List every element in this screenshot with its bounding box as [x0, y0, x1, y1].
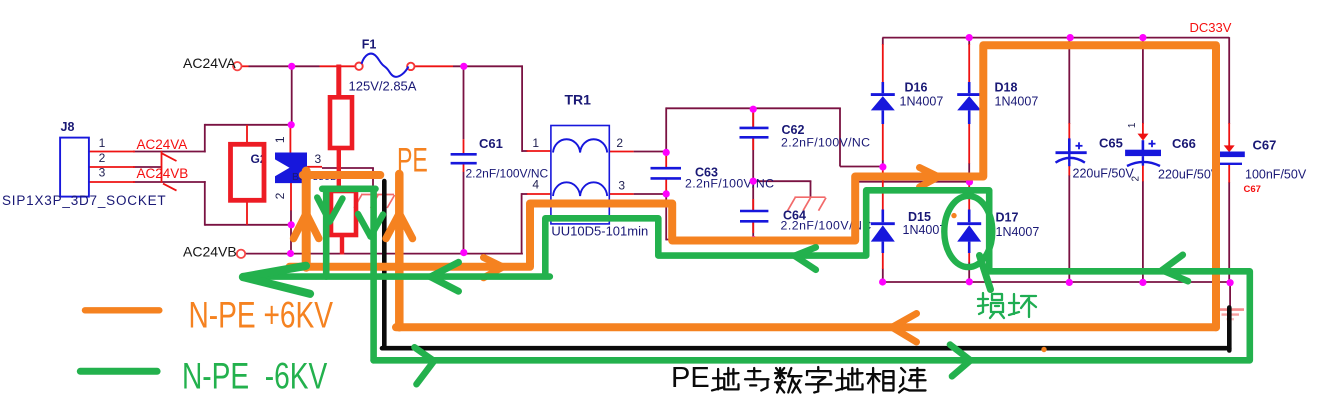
- svg-text:2: 2: [616, 136, 623, 150]
- svg-text:N-PE +6KV: N-PE +6KV: [189, 294, 334, 336]
- svg-text:C61: C61: [479, 136, 503, 151]
- svg-text:AC24VB: AC24VB: [183, 244, 237, 260]
- svg-text:220uF/50V: 220uF/50V: [1158, 168, 1220, 182]
- svg-text:3: 3: [618, 179, 625, 193]
- svg-text:2: 2: [273, 192, 287, 199]
- svg-text:1: 1: [532, 136, 539, 150]
- svg-text:3: 3: [315, 152, 322, 166]
- svg-text:SIP1X3P_3D7_SOCKET: SIP1X3P_3D7_SOCKET: [2, 193, 166, 208]
- svg-text:1: 1: [99, 136, 106, 150]
- svg-text:2.2nF/100V/NC: 2.2nF/100V/NC: [466, 166, 549, 180]
- svg-text:C66: C66: [1172, 136, 1196, 151]
- svg-text:4: 4: [532, 178, 539, 192]
- svg-text:D16: D16: [905, 80, 928, 94]
- svg-text:PE: PE: [671, 362, 710, 394]
- svg-text:1N4007: 1N4007: [903, 223, 947, 237]
- svg-text:F1: F1: [362, 38, 377, 52]
- svg-text:1: 1: [1127, 122, 1138, 128]
- svg-text:J8: J8: [61, 120, 75, 134]
- svg-text:C67: C67: [1244, 184, 1261, 195]
- svg-text:100nF/50V: 100nF/50V: [1245, 168, 1307, 182]
- svg-text:TR1: TR1: [565, 91, 592, 107]
- svg-text:C62: C62: [782, 123, 805, 137]
- svg-text:2.2nF/100V/NC: 2.2nF/100V/NC: [781, 218, 872, 232]
- svg-text:3: 3: [99, 165, 106, 179]
- svg-text:1N4007: 1N4007: [996, 225, 1040, 239]
- svg-text:C63: C63: [695, 166, 718, 180]
- svg-text:1N4007: 1N4007: [900, 95, 944, 109]
- svg-text:125V/2.85A: 125V/2.85A: [349, 79, 417, 94]
- svg-text:2.2nF/100V/NC: 2.2nF/100V/NC: [685, 176, 774, 190]
- svg-text:1: 1: [273, 136, 287, 143]
- svg-text:DC33V: DC33V: [1190, 20, 1232, 35]
- svg-text:AC24VA: AC24VA: [183, 55, 236, 71]
- svg-text:2: 2: [1130, 175, 1141, 181]
- svg-text:C64: C64: [783, 209, 806, 223]
- svg-text:PE: PE: [397, 142, 428, 179]
- svg-text:N-PE -6KV: N-PE -6KV: [182, 355, 327, 397]
- svg-text:D15: D15: [908, 210, 931, 224]
- svg-text:C65: C65: [1099, 135, 1123, 150]
- svg-text:UU10D5-101min: UU10D5-101min: [551, 223, 648, 238]
- svg-text:AC24VB: AC24VB: [137, 166, 189, 181]
- svg-text:2.2nF/100V/NC: 2.2nF/100V/NC: [781, 135, 870, 149]
- svg-text:C67: C67: [1253, 137, 1277, 152]
- svg-text:D18: D18: [995, 80, 1018, 94]
- svg-text:2: 2: [99, 151, 106, 165]
- svg-text:220uF/50V: 220uF/50V: [1073, 166, 1135, 180]
- svg-text:AC24VA: AC24VA: [137, 137, 188, 152]
- svg-text:D17: D17: [996, 210, 1019, 224]
- svg-text:1N4007: 1N4007: [995, 95, 1039, 109]
